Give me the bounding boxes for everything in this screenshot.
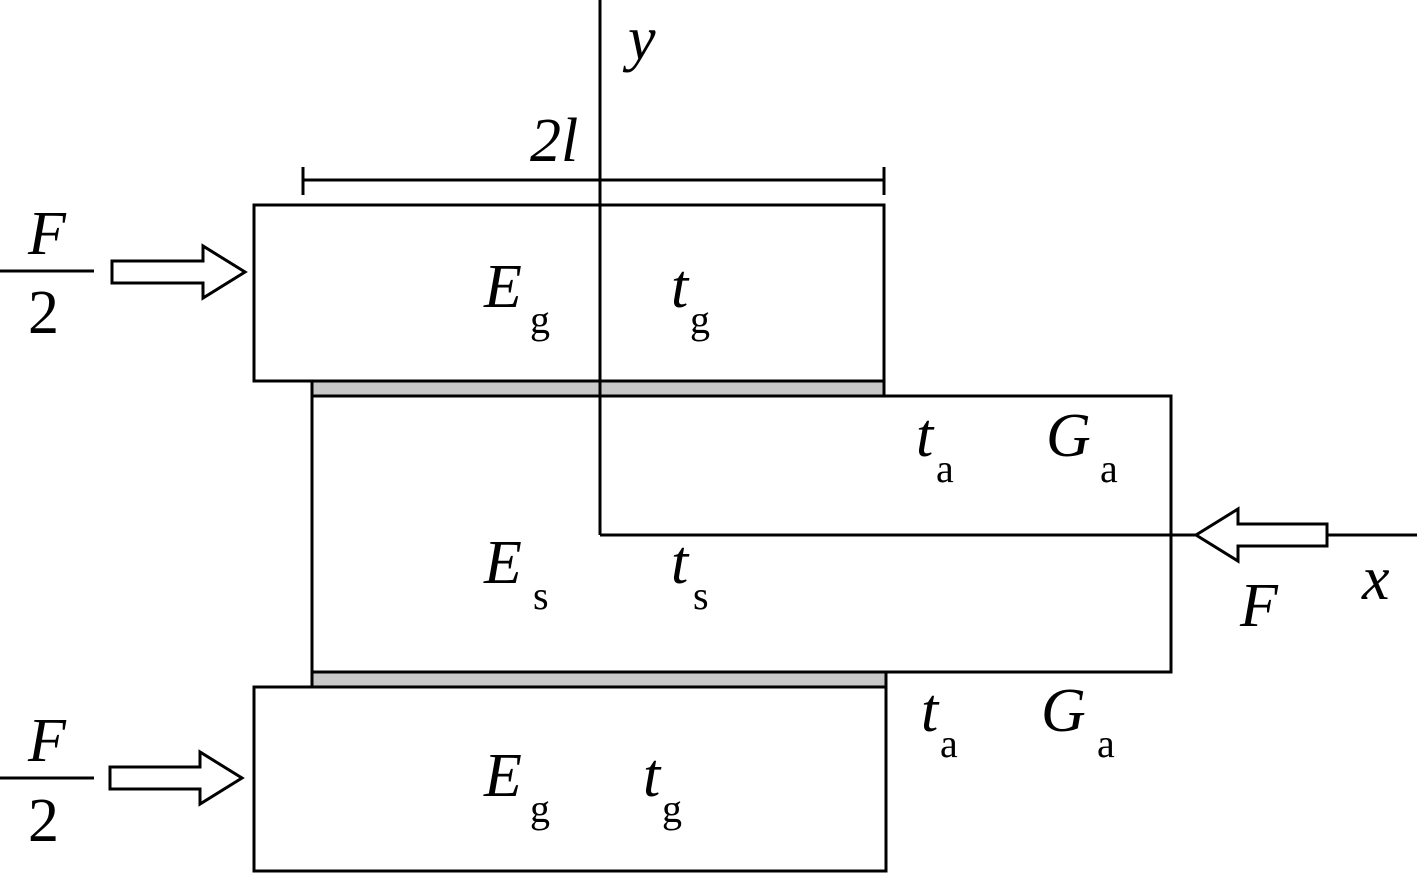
load-top-numerator: F xyxy=(28,200,66,268)
load-bottom-denominator: 2 xyxy=(28,787,59,855)
dimension-marker xyxy=(301,167,886,195)
load-bottom-numerator: F xyxy=(28,707,66,775)
load-right-label: F xyxy=(1240,572,1278,640)
adhesive-layer-lower xyxy=(310,670,888,689)
dimension-label: 2l xyxy=(530,107,579,175)
adhesive-lower-shear-modulus: G xyxy=(1041,677,1086,745)
bottom-plate-modulus: E xyxy=(484,742,522,810)
top-plate-modulus: E xyxy=(484,253,522,321)
adhesive-upper-thickness-sub: a xyxy=(936,446,954,491)
top-plate-modulus-sub: g xyxy=(530,297,550,342)
top-plate-thickness: t xyxy=(671,253,689,321)
adhesive-lower-shear-modulus-sub: a xyxy=(1097,721,1115,766)
adhesive-lower-thickness-sub: a xyxy=(940,721,958,766)
adhesive-upper-shear-modulus: G xyxy=(1046,402,1091,470)
bottom-plate-modulus-sub: g xyxy=(530,786,550,831)
adhesive-upper-thickness: t xyxy=(916,402,934,470)
load-arrow-right xyxy=(1193,506,1329,564)
middle-plate-thickness-sub: s xyxy=(693,573,709,618)
load-arrow-top xyxy=(110,243,248,301)
x-axis-label: x xyxy=(1362,545,1390,613)
y-axis-label: y xyxy=(628,5,656,73)
bottom-plate-thickness-sub: g xyxy=(662,786,682,831)
load-arrow-bottom xyxy=(108,749,245,807)
top-plate-thickness-sub: g xyxy=(690,297,710,342)
middle-plate-thickness: t xyxy=(671,529,689,597)
middle-plate-modulus-sub: s xyxy=(533,573,549,618)
adhesive-layer-upper xyxy=(310,379,886,398)
adhesive-lower-thickness: t xyxy=(921,677,939,745)
bottom-plate-thickness: t xyxy=(643,742,661,810)
adhesive-upper-shear-modulus-sub: a xyxy=(1100,446,1118,491)
middle-plate-modulus: E xyxy=(484,529,522,597)
load-top-denominator: 2 xyxy=(28,279,59,347)
top-plate xyxy=(252,203,886,383)
bottom-plate xyxy=(252,685,888,873)
